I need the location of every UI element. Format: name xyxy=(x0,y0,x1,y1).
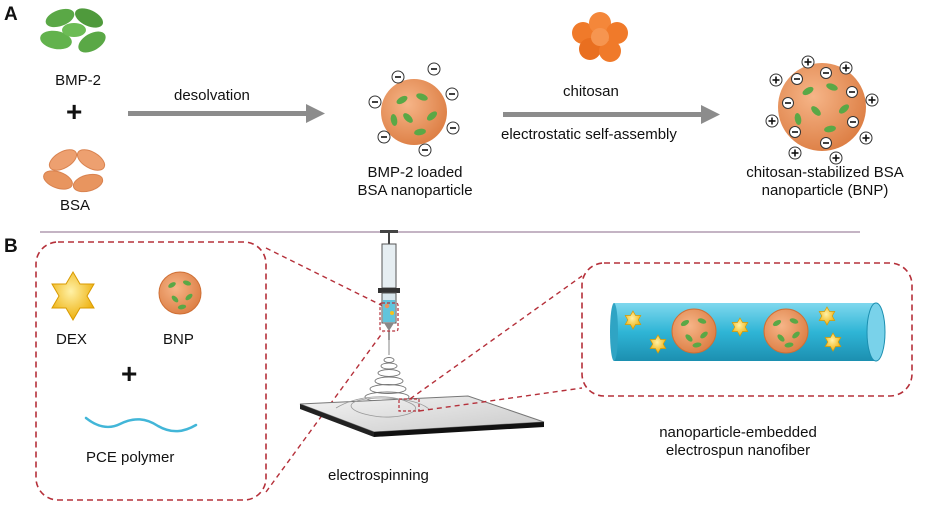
bsa-label: BSA xyxy=(59,197,90,214)
bnp-icon xyxy=(158,271,202,315)
desolvation-label: desolvation xyxy=(174,87,250,104)
bsa-protein-icon xyxy=(43,149,106,193)
plus-sign-a: + xyxy=(66,96,83,127)
electrospinning-label: electrospinning xyxy=(328,467,429,484)
components-box xyxy=(35,241,267,501)
nanofiber-label-line2: electrospun nanofiber xyxy=(665,442,811,459)
nanofiber-label-line1: nanoparticle-embedded xyxy=(659,424,817,441)
self-assembly-arrow xyxy=(503,105,720,124)
chitosan-icon xyxy=(572,12,628,62)
nanofiber-box xyxy=(581,262,913,397)
self-assembly-label: electrostatic self-assembly xyxy=(501,126,677,143)
negative-charges xyxy=(368,62,460,157)
dex-star-icon xyxy=(51,271,95,321)
bnp-label-line1: chitosan-stabilized BSA xyxy=(746,164,904,181)
bnp-small-label: BNP xyxy=(163,331,194,348)
pce-polymer-icon xyxy=(84,416,198,433)
panel-a-letter: A xyxy=(4,4,18,25)
zoom-lines-left xyxy=(265,247,384,493)
electrospinning-jet xyxy=(364,340,410,403)
bmp2-protein-icon xyxy=(40,8,106,53)
desolvation-arrow xyxy=(128,104,325,123)
loaded-np-label-line1: BMP-2 loaded xyxy=(367,164,463,181)
bnp-label-line2: nanoparticle (BNP) xyxy=(761,182,889,199)
collector-plate xyxy=(299,395,545,437)
zoom-lines-right xyxy=(409,275,583,412)
chitosan-label: chitosan xyxy=(563,83,619,100)
bmp2-label: BMP-2 xyxy=(55,72,101,89)
plus-sign-b: + xyxy=(121,358,138,389)
loaded-np-label-line2: BSA nanoparticle xyxy=(357,182,473,199)
bnp-surface-charges xyxy=(765,55,879,165)
dex-label: DEX xyxy=(56,331,87,348)
pce-polymer-label: PCE polymer xyxy=(86,449,175,466)
nanofiber-icon xyxy=(610,302,886,362)
bmp2-loaded-nanoparticle xyxy=(381,79,447,145)
syringe-icon xyxy=(378,230,400,340)
panel-b-letter: B xyxy=(4,236,18,257)
